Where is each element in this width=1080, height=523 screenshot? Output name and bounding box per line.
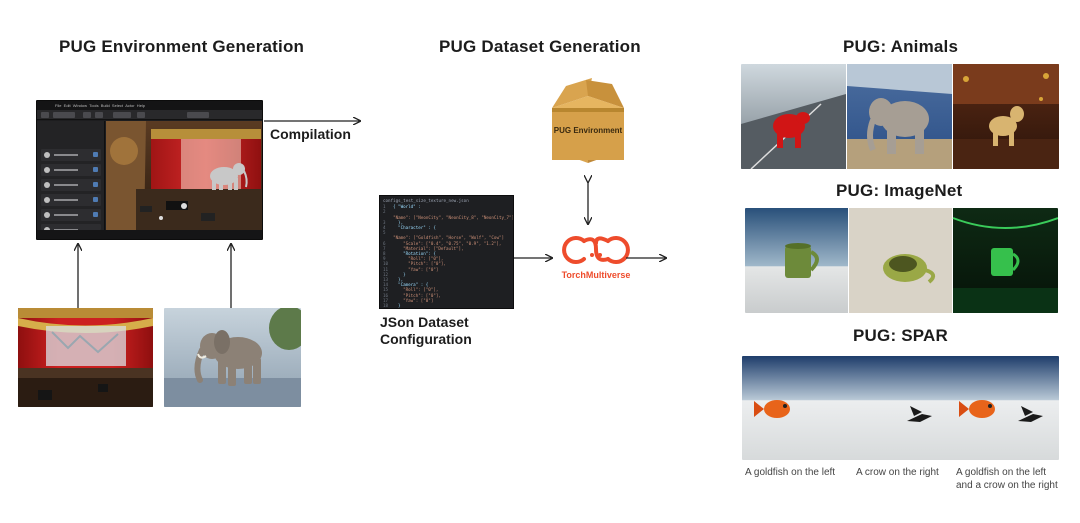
pug-animals-images bbox=[741, 64, 1059, 169]
code-line: 17 "Yaw": ["0"] bbox=[383, 297, 434, 303]
code-line: 10 "Pitch": ["0"], bbox=[383, 261, 446, 267]
box-label: PUG Environment bbox=[553, 126, 623, 135]
stage-environment-image bbox=[18, 308, 153, 407]
pug-environment-box: PUG Environment bbox=[552, 78, 624, 163]
spar-caption-3: A goldfish on the left and a crow on the… bbox=[956, 467, 1058, 491]
code-line: 9 "Roll": ["0"], bbox=[383, 256, 444, 262]
torchmultiverse-label: TorchMultiverse bbox=[561, 270, 631, 280]
animals-image-1 bbox=[741, 64, 846, 169]
json-config-label: JSon Dataset Configuration bbox=[380, 314, 472, 347]
heading-pug-imagenet: PUG: ImageNet bbox=[836, 181, 963, 200]
editor-toolbar bbox=[37, 110, 262, 120]
code-line: 1{ "World" : bbox=[383, 204, 421, 210]
code-line: 11 "Yaw": ["0"] bbox=[383, 266, 439, 272]
infinity-loop-icon bbox=[562, 236, 630, 264]
code-line: 2 "Name": ["NeonCity", "NeonCity_8", "Ne… bbox=[383, 209, 514, 220]
heading-pug-animals: PUG: Animals bbox=[843, 37, 959, 56]
editor-place-actors-panel bbox=[37, 121, 105, 233]
json-filename: configs_test_size_texture_new.json bbox=[383, 198, 469, 203]
animals-image-2 bbox=[847, 64, 952, 169]
spar-caption-2: A crow on the right bbox=[856, 467, 939, 478]
editor-viewport-stage bbox=[106, 121, 262, 232]
code-line: 15 "Roll": ["0"], bbox=[383, 287, 439, 293]
imagenet-image-1 bbox=[745, 208, 848, 313]
compilation-label: Compilation bbox=[270, 126, 351, 142]
heading-environment-generation: PUG Environment Generation bbox=[59, 37, 305, 56]
json-code-lines: 1{ "World" :2 "Name": ["NeonCity", "Neon… bbox=[383, 204, 514, 309]
elephant-asset-image bbox=[164, 308, 301, 407]
code-line: 12 } bbox=[383, 271, 406, 277]
code-line: 7 "Material": ["Default"], bbox=[383, 245, 464, 251]
spar-goldfish-and-crow bbox=[959, 400, 1043, 422]
heading-dataset-generation: PUG Dataset Generation bbox=[439, 37, 641, 56]
spar-goldfish-left bbox=[754, 400, 790, 418]
animals-image-3 bbox=[953, 64, 1059, 169]
code-line: 3 }, bbox=[383, 219, 404, 225]
pug-imagenet-images bbox=[745, 208, 1058, 313]
code-line: 8 "Rotation": { bbox=[383, 251, 436, 257]
editor-status-bar bbox=[37, 230, 262, 239]
code-line: 16 "Pitch": ["0"], bbox=[383, 292, 441, 298]
imagenet-image-2 bbox=[849, 208, 952, 313]
code-line: 18 } bbox=[383, 303, 401, 309]
pug-spar-images bbox=[742, 356, 1059, 460]
code-line: 14 "Camera" : { bbox=[383, 282, 429, 288]
code-line: 13 }, bbox=[383, 277, 404, 283]
torchmultiverse-logo: TorchMultiverse bbox=[554, 231, 638, 285]
code-line: 6 "Scale": ["0.4", "0.75", "0.9", "1.2"]… bbox=[383, 240, 502, 246]
code-line: 5 "Name": ["Goldfish", "Horse", "Wolf", … bbox=[383, 230, 505, 241]
editor-menubar: File Edit Window Tools Build Select Acto… bbox=[37, 101, 262, 110]
spar-crow-right bbox=[907, 406, 932, 422]
cardboard-box-icon bbox=[552, 78, 624, 163]
imagenet-image-3 bbox=[952, 208, 1058, 313]
json-config-code-box: configs_test_size_texture_new.json 1{ "W… bbox=[379, 195, 514, 309]
code-line: 4 "Character" : { bbox=[383, 225, 436, 231]
heading-pug-spar: PUG: SPAR bbox=[853, 326, 948, 345]
unreal-editor-screenshot: File Edit Window Tools Build Select Acto… bbox=[36, 100, 263, 240]
spar-caption-1: A goldfish on the left bbox=[745, 467, 836, 478]
